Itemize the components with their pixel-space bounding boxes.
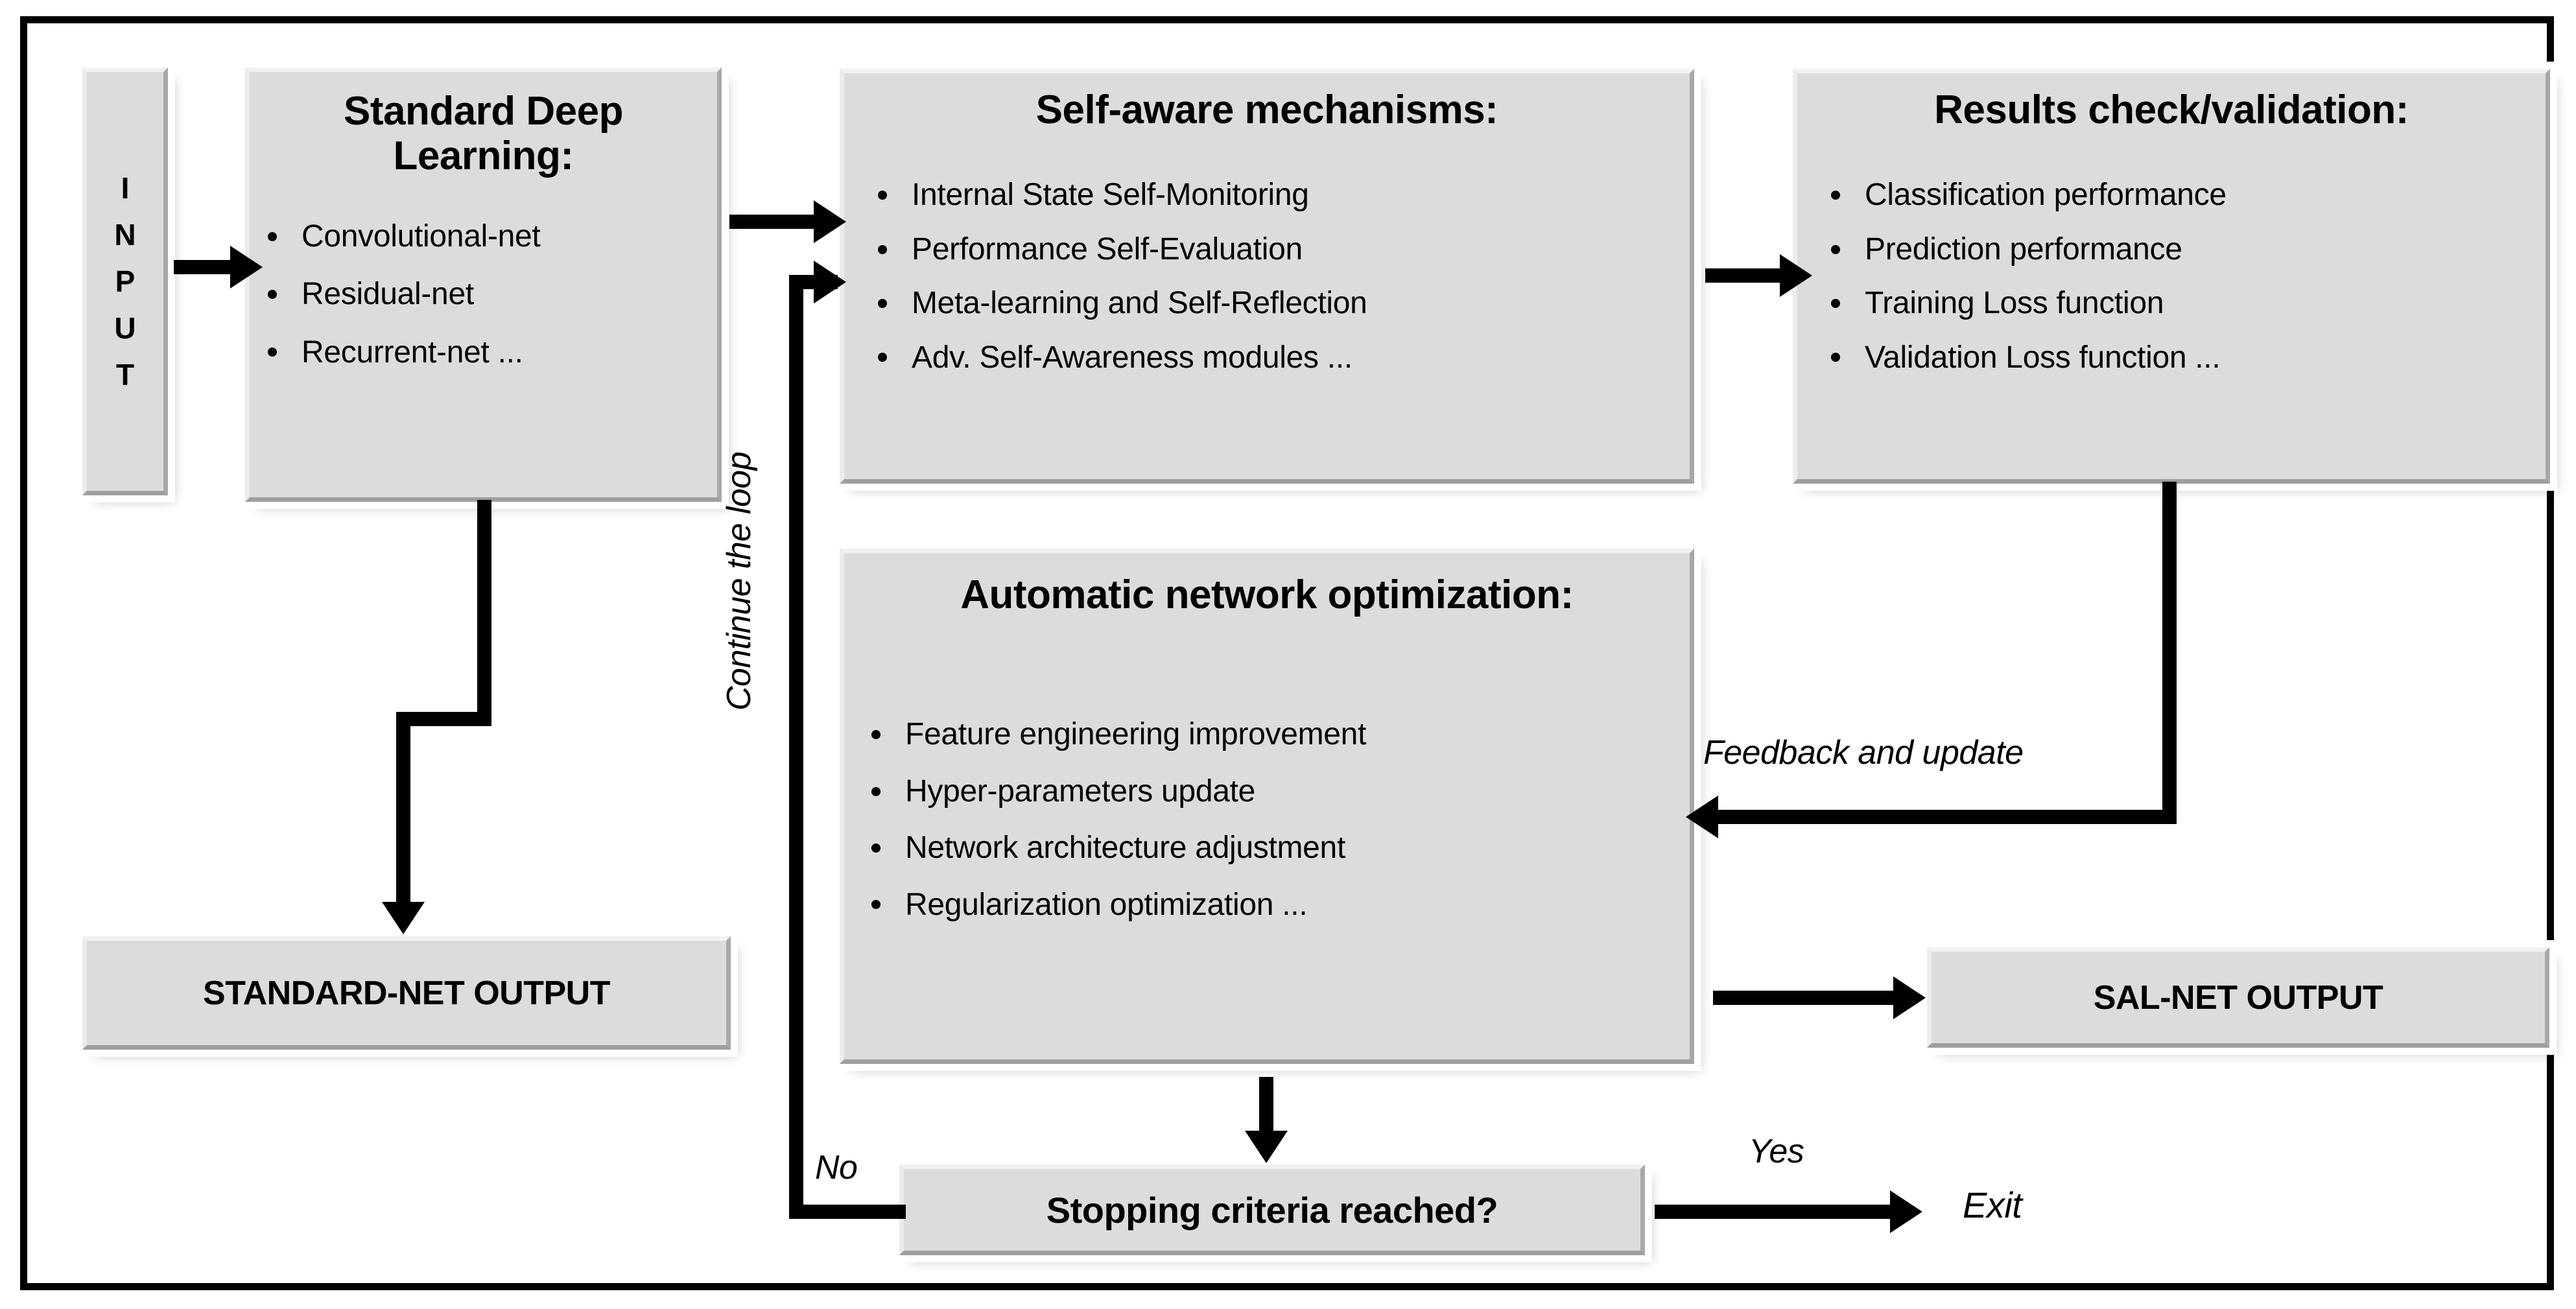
standard-deep-learning-bullets: Convolutional-net Residual-net Recurrent… [261,217,705,372]
self-aware-mechanisms-title: Self-aware mechanisms: [1035,88,1498,132]
diagram-outer-frame: I N P U T Standard Deep Learning: Convol… [20,16,2557,1290]
list-item: Feature engineering improvement [865,714,1678,754]
edge-label-exit: Exit [1963,1185,2022,1225]
arrowhead-sdl-to-stdout [382,902,425,934]
stopping-criteria-decision-box: Stopping criteria reached? [892,1157,1652,1262]
arrowhead-sam-to-rcv [1780,254,1812,297]
edge-label-no: No [815,1149,858,1186]
arrowhead-ano-to-stop [1245,1131,1288,1163]
input-letter-p: P [115,265,136,298]
list-item: Training Loss function [1825,283,2534,323]
stopping-criteria-label: Stopping criteria reached? [1046,1189,1498,1231]
input-letter-u: U [114,311,136,345]
arrowhead-stop-to-exit [1890,1190,1922,1233]
connector-sdl-to-stdout-vert2 [396,712,410,906]
list-item: Internal State Self-Monitoring [871,175,1678,215]
results-check-validation-box: Results check/validation: Classification… [1786,62,2557,491]
connector-sdl-to-sam [729,215,817,229]
results-check-validation-title: Results check/validation: [1934,88,2409,132]
list-item: Recurrent-net ... [261,333,705,372]
automatic-network-optimization-title: Automatic network optimization: [960,572,1574,617]
self-aware-mechanisms-bullets: Internal State Self-Monitoring Performan… [856,175,1678,377]
connector-sdl-to-stdout-vert1 [477,500,491,720]
input-block: I N P U T [75,60,175,502]
arrowhead-sdl-to-sam [814,200,846,243]
list-item: Network architecture adjustment [865,828,1678,867]
arrowhead-rcv-to-ano [1686,796,1718,838]
list-item: Convolutional-net [261,217,705,256]
list-item: Adv. Self-Awareness modules ... [871,338,1678,377]
standard-net-output-label: STANDARD-NET OUTPUT [203,974,610,1012]
connector-loop-horiz-bottom [789,1205,906,1219]
self-aware-mechanisms-box: Self-aware mechanisms: Internal State Se… [833,62,1701,491]
arrowhead-loop-to-sam [814,261,846,303]
connector-rcv-to-ano-horiz [1718,810,2177,824]
connector-sdl-to-stdout-horiz [396,712,491,726]
arrowhead-ano-to-salout [1893,976,1926,1019]
arrowhead-input-to-sdl [230,246,263,289]
connector-sam-to-rcv [1705,268,1790,283]
connector-ano-to-salout [1713,991,1898,1005]
list-item: Residual-net [261,274,705,314]
automatic-network-optimization-bullets: Feature engineering improvement Hyper-pa… [856,714,1678,925]
list-item: Performance Self-Evaluation [871,230,1678,269]
list-item: Meta-learning and Self-Reflection [871,283,1678,323]
connector-loop-vert [789,275,803,1219]
list-item: Prediction performance [1825,230,2534,269]
standard-deep-learning-title: Standard Deep Learning: [343,89,624,179]
input-letter-i: I [121,171,130,205]
edge-label-feedback-and-update: Feedback and update [1703,734,2024,772]
sal-net-output-label: SAL-NET OUTPUT [2093,978,2383,1017]
input-letter-t: T [115,358,135,392]
edge-label-yes: Yes [1749,1133,1804,1170]
list-item: Regularization optimization ... [865,885,1678,925]
edge-label-continue-the-loop: Continue the loop [720,451,758,711]
results-check-validation-bullets: Classification performance Prediction pe… [1809,175,2534,377]
connector-stop-to-exit [1655,1205,1895,1219]
automatic-network-optimization-box: Automatic network optimization: Feature … [833,541,1701,1071]
list-item: Hyper-parameters update [865,772,1678,811]
standard-deep-learning-box: Standard Deep Learning: Convolutional-ne… [238,60,729,509]
connector-ano-to-stop [1259,1077,1273,1138]
standard-net-output-box: STANDARD-NET OUTPUT [75,929,738,1057]
sal-net-output-box: SAL-NET OUTPUT [1920,940,2557,1055]
list-item: Classification performance [1825,175,2534,215]
list-item: Validation Loss function ... [1825,338,2534,377]
input-letter-n: N [114,218,136,252]
connector-rcv-to-ano-vert [2162,482,2177,819]
connector-input-to-sdl [174,260,232,274]
